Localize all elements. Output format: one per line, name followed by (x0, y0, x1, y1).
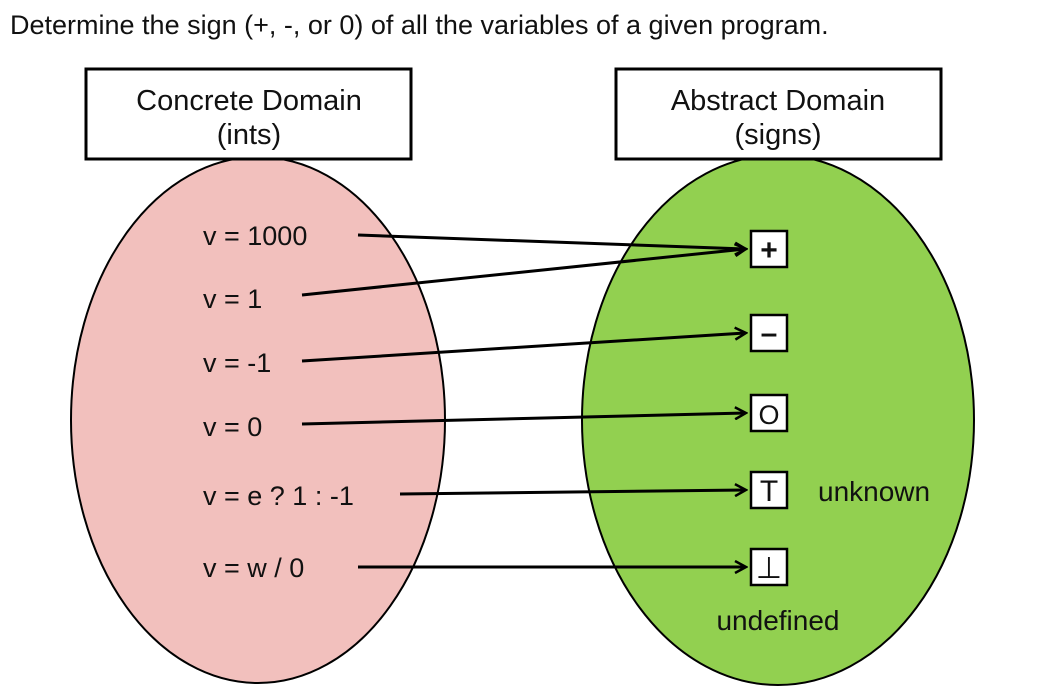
expr-v-0: v = 0 (203, 412, 262, 442)
diagram-heading: Determine the sign (+, -, or 0) of all t… (10, 10, 829, 40)
abstract-domain-title: Abstract Domain (671, 85, 885, 117)
concrete-domain-title: Concrete Domain (136, 85, 362, 117)
sign-zero: O (758, 400, 779, 430)
sign-top: T (760, 475, 778, 508)
arrow-minus1-to-minus (301, 333, 745, 363)
mapping-arrows (301, 233, 745, 567)
sign-minus-box: – (749, 313, 789, 353)
abstract-domain-title-box: Abstract Domain (signs) (614, 67, 943, 161)
arrow-0-to-zero (301, 413, 745, 426)
concrete-domain-subtitle: (ints) (217, 119, 281, 151)
abstract-domain-subtitle: (signs) (734, 119, 821, 151)
arrow-ternary-to-top (399, 490, 745, 494)
sign-plus-box: + (749, 229, 789, 269)
arrow-1-to-plus (301, 249, 745, 297)
expr-v-ternary: v = e ? 1 : -1 (203, 481, 354, 511)
concrete-domain-title-box: Concrete Domain (ints) (84, 67, 413, 161)
expr-v-minus-1: v = -1 (203, 348, 271, 378)
bottom-note-undefined: undefined (716, 605, 839, 636)
top-note-unknown: unknown (818, 476, 930, 507)
sign-plus: + (760, 234, 778, 267)
expr-v-1000: v = 1000 (203, 221, 307, 251)
sign-top-box: T (749, 470, 789, 510)
sign-zero-box: O (749, 393, 789, 433)
sign-minus: – (761, 317, 778, 350)
expr-v-1: v = 1 (203, 284, 262, 314)
arrow-1000-to-plus (357, 233, 745, 249)
sign-bottom-box: ⊥ (749, 547, 789, 587)
sign-bottom: ⊥ (756, 552, 782, 585)
expr-v-div-zero: v = w / 0 (203, 553, 304, 583)
